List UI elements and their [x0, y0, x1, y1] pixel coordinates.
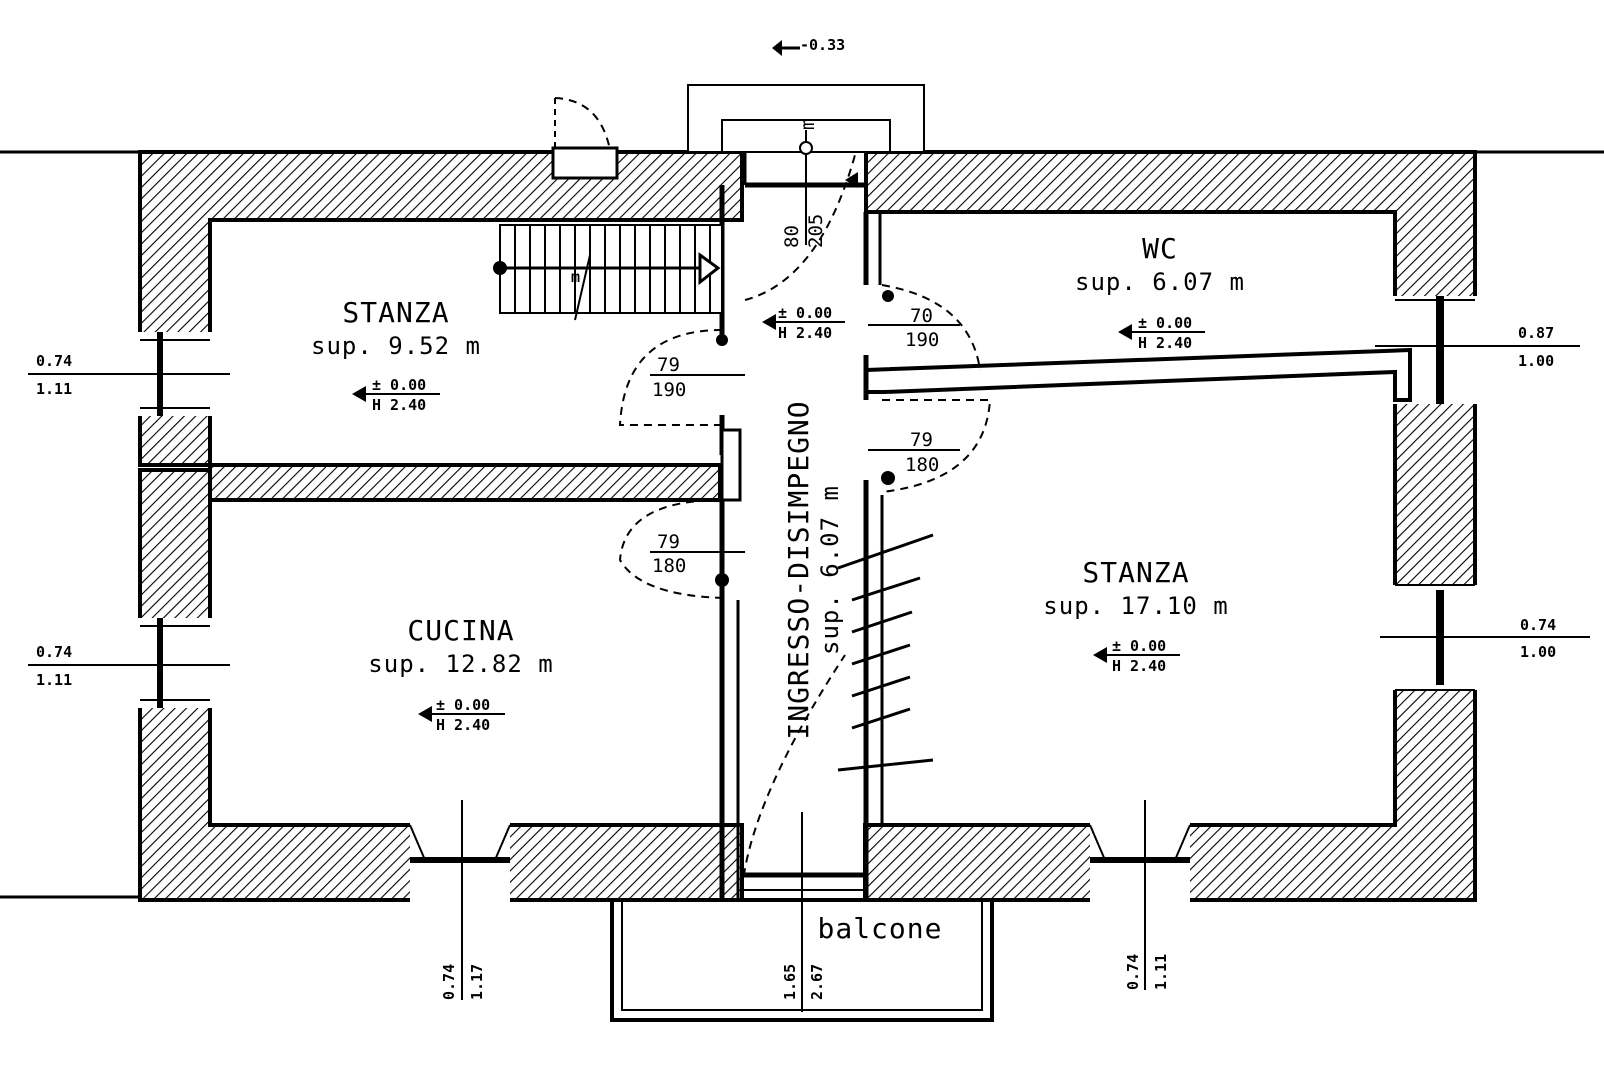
door-height: 180 — [905, 454, 939, 476]
room-stanza-right: STANZA sup. 17.10 m ± 0.00 H 2.40 — [1043, 556, 1228, 675]
room-ingresso: INGRESSO-DISIMPEGNO sup. 6.07 m ± 0.00 H… — [778, 304, 844, 740]
door-height: 190 — [652, 379, 686, 401]
room-cucina: CUCINA sup. 12.82 m ± 0.00 H 2.40 — [368, 614, 553, 734]
window-height: 1.11 — [36, 380, 72, 398]
radiator — [837, 533, 934, 772]
room-name: INGRESSO-DISIMPEGNO — [782, 400, 815, 739]
room-height: H 2.40 — [778, 324, 832, 342]
room-name: STANZA — [342, 296, 449, 329]
door-height: 205 — [805, 214, 827, 248]
room-level: ± 0.00 — [436, 696, 490, 714]
entry-marker: m — [797, 119, 819, 130]
door-width: 70 — [910, 305, 933, 327]
level-markers — [352, 314, 1205, 722]
window-sill: 1.65 — [781, 964, 799, 1000]
door-width: 79 — [910, 429, 933, 451]
room-name: STANZA — [1082, 556, 1189, 589]
window-height: 1.00 — [1518, 352, 1554, 370]
window-sill: 0.74 — [36, 643, 72, 661]
stair-marker: m — [571, 268, 580, 286]
room-area: sup. 17.10 m — [1043, 592, 1228, 620]
window-sill: 0.74 — [36, 352, 72, 370]
room-height: H 2.40 — [1138, 334, 1192, 352]
door-width: 79 — [657, 531, 680, 553]
room-height: H 2.40 — [1112, 657, 1166, 675]
exterior-walls — [138, 150, 1477, 902]
door-height: 190 — [905, 329, 939, 351]
room-name: CUCINA — [407, 614, 514, 647]
room-level: ± 0.00 — [778, 304, 832, 322]
window-height: 1.11 — [36, 671, 72, 689]
window-sill: 0.87 — [1518, 324, 1554, 342]
window-height: 2.67 — [808, 964, 826, 1000]
room-area: sup. 9.52 m — [311, 332, 481, 360]
door-height: 180 — [652, 555, 686, 577]
window-dimension-lines — [28, 345, 1590, 1000]
window-sill: 0.74 — [1520, 616, 1556, 634]
window-sill: 0.74 — [440, 964, 458, 1000]
window-height: 1.00 — [1520, 643, 1556, 661]
room-height: H 2.40 — [372, 396, 426, 414]
room-name: WC — [1142, 232, 1178, 265]
room-level: ± 0.00 — [1112, 637, 1166, 655]
interior-partitions — [719, 185, 1412, 900]
room-height: H 2.40 — [436, 716, 490, 734]
room-area: sup. 6.07 m — [816, 485, 844, 655]
room-wc: WC sup. 6.07 m ± 0.00 H 2.40 — [1075, 232, 1245, 352]
room-area: sup. 6.07 m — [1075, 268, 1245, 296]
stairs — [493, 224, 723, 321]
room-stanza-top: STANZA sup. 9.52 m ± 0.00 H 2.40 — [311, 296, 481, 414]
room-area: sup. 12.82 m — [368, 650, 553, 678]
window-height: 1.17 — [468, 964, 486, 1000]
door-dimensions: 79 190 79 180 70 190 79 180 80 205 — [652, 214, 939, 577]
entrance — [687, 40, 925, 301]
window-height: 1.11 — [1152, 954, 1170, 990]
door-width: 80 — [781, 225, 803, 248]
door-width: 79 — [657, 354, 680, 376]
window-sill: 0.74 — [1124, 954, 1142, 990]
room-level: ± 0.00 — [1138, 314, 1192, 332]
door-dim-lines — [650, 324, 960, 553]
room-balcone: balcone — [817, 912, 942, 945]
room-level: ± 0.00 — [372, 376, 426, 394]
balcony — [610, 812, 994, 1022]
exterior-level: -0.33 — [800, 36, 845, 54]
door-swings — [618, 284, 992, 891]
window-dimensions: 0.74 1.11 0.74 1.11 0.87 1.00 0.74 1.00 … — [36, 324, 1556, 1000]
